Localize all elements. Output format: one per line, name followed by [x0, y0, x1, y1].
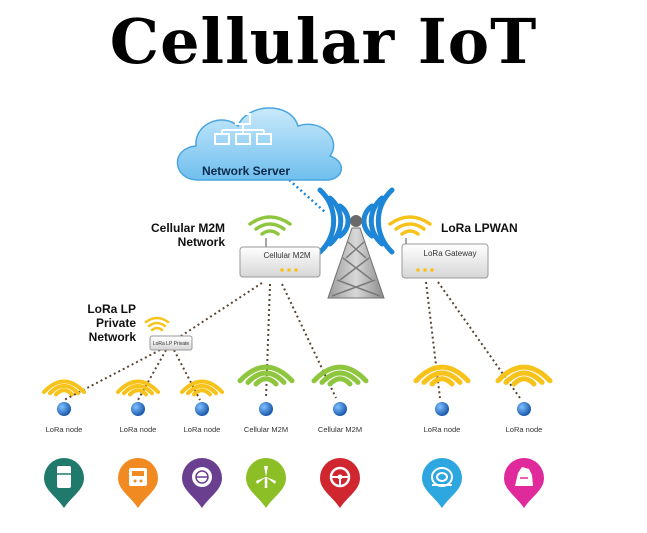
node-pin — [422, 458, 462, 508]
cellular-m2m-router: Cellular M2M Network Cellular M2M — [151, 215, 321, 278]
connection-links — [63, 169, 521, 401]
end-nodes: LoRa node LoRa node LoRa node Cellular M2M C… — [42, 364, 553, 508]
node-wifi-icon — [495, 364, 553, 387]
meter-icon — [129, 468, 147, 486]
lora-lpwan-label: LoRa LPWAN — [441, 221, 518, 235]
end-node: LoRa node — [42, 379, 86, 508]
lora-gateway: LoRa LPWAN LoRa Gateway — [388, 215, 518, 279]
cable-reel-icon — [431, 467, 453, 487]
node-pin — [182, 458, 222, 508]
lora-lp-label-3: Network — [89, 330, 137, 344]
node-dot — [333, 402, 347, 416]
node-pin — [246, 458, 286, 508]
lora-lp-label-1: LoRa LP — [87, 302, 136, 316]
node-wifi-icon — [413, 364, 471, 387]
end-node: LoRa node — [495, 364, 553, 508]
lora-lp-wifi-icon — [144, 316, 170, 332]
smoke-detector-icon — [192, 467, 212, 487]
end-node: Cellular M2M — [237, 364, 295, 508]
link-gateway-node7 — [437, 281, 521, 399]
end-node: LoRa node — [180, 379, 224, 508]
end-node: LoRa node — [413, 364, 471, 508]
node-dot — [131, 402, 145, 416]
link-lorapp-node1 — [63, 349, 161, 401]
network-server-cloud: Network Server — [176, 107, 342, 181]
cell-tower — [317, 187, 395, 299]
node-label: LoRa node — [120, 425, 157, 434]
lora-lp-private-box: LoRa LP Private Network LoRa LP Private — [87, 302, 193, 351]
cellular-m2m-network-label-2: Network — [178, 235, 226, 249]
node-pin — [118, 458, 158, 508]
node-dot — [435, 402, 449, 416]
node-wifi-icon — [237, 364, 295, 387]
node-wifi-icon — [116, 379, 160, 397]
node-label: LoRa node — [46, 425, 83, 434]
end-node: Cellular M2M — [311, 364, 369, 508]
end-node: LoRa node — [116, 379, 160, 508]
cellular-m2m-box-label: Cellular M2M — [263, 251, 310, 260]
node-label: Cellular M2M — [318, 425, 362, 434]
page-title: Cellular IoT — [109, 5, 538, 78]
livestock-icon — [515, 467, 533, 486]
node-pin — [320, 458, 360, 508]
link-cellular-lorapp — [177, 282, 263, 339]
network-server-label: Network Server — [202, 164, 290, 178]
node-wifi-icon — [42, 379, 86, 397]
lora-lp-private-box-label: LoRa LP Private — [153, 341, 190, 347]
node-pin — [504, 458, 544, 508]
node-dot — [517, 402, 531, 416]
cellular-wifi-icon — [248, 215, 292, 236]
lora-gateway-wifi-icon — [388, 215, 432, 236]
node-label: LoRa node — [506, 425, 543, 434]
hierarchy-icon — [214, 113, 272, 145]
node-pin — [44, 458, 84, 508]
lora-lp-label-2: Private — [96, 316, 136, 330]
lora-gateway-box-label: LoRa Gateway — [424, 249, 477, 258]
node-label: LoRa node — [184, 425, 221, 434]
refrigerator-icon — [57, 466, 71, 488]
node-wifi-icon — [180, 379, 224, 397]
node-label: Cellular M2M — [244, 425, 288, 434]
node-dot — [259, 402, 273, 416]
node-wifi-icon — [311, 364, 369, 387]
tower-signal-icon — [317, 187, 395, 255]
cellular-m2m-network-label-1: Cellular M2M — [151, 221, 225, 235]
node-dot — [195, 402, 209, 416]
node-dot — [57, 402, 71, 416]
wind-turbine-icon — [256, 466, 276, 488]
steering-wheel-icon — [329, 466, 351, 488]
node-label: LoRa node — [424, 425, 461, 434]
